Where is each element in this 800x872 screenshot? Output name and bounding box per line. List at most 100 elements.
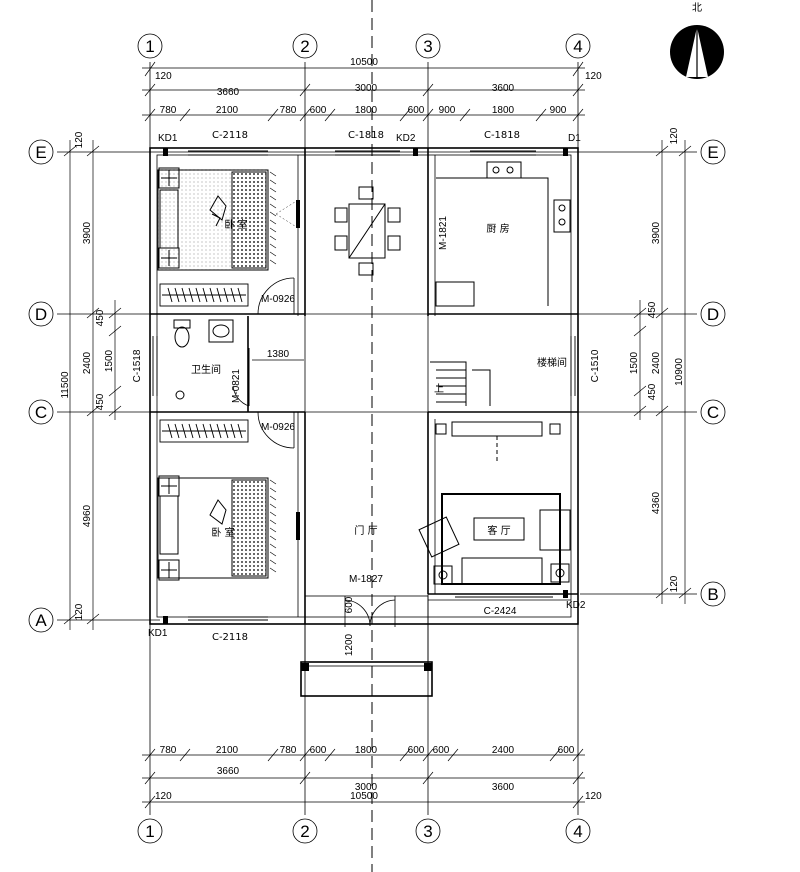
axis-label-1-top: 1	[145, 37, 154, 56]
living-room-label: 客 厅	[487, 524, 510, 537]
axis-label-a-left: A	[35, 611, 47, 630]
stair-up-label: 上	[434, 383, 444, 395]
dim-left-3900: 3900	[82, 221, 93, 244]
axis-label-c-right: C	[707, 403, 719, 422]
dim-left-total: 11500	[60, 371, 71, 399]
axis-label-3-bottom: 3	[423, 822, 432, 841]
axis-label-2-top: 2	[300, 37, 309, 56]
dim-top-seg-6: 600	[408, 105, 425, 116]
dim-bottom-seg-2: 2100	[216, 745, 239, 756]
left-dimension-texts: 11500 120 3900 2400 450 1500 450 4960 12…	[60, 131, 115, 620]
axis-bubbles-bottom: 1 2 3 4	[137, 818, 591, 844]
axis-label-d-right: D	[707, 305, 719, 324]
kd2-bottom-label: KD2	[566, 600, 586, 611]
window-c1518: C-1518	[132, 349, 143, 382]
window-marks	[152, 150, 576, 621]
bottom-dimension-texts: 780 2100 780 600 1800 600 600 2400 600 3…	[155, 745, 602, 802]
dim-top-3600: 3600	[492, 83, 515, 94]
dim-bottom-seg-5: 1800	[355, 745, 378, 756]
dim-top-seg-1: 780	[160, 105, 177, 116]
kd2-top-label: KD2	[396, 133, 416, 144]
axis-bubbles-top: 1 2 3 4	[137, 33, 591, 59]
dim-left-1500: 1500	[104, 349, 115, 372]
dim-top-3000: 3000	[355, 83, 378, 94]
window-c1818-a: C-1818	[348, 130, 384, 141]
top-dimensions	[142, 61, 585, 122]
right-dimension-texts: 120 3900 450 1500 2400 450 10900 4360 12…	[629, 127, 685, 592]
window-c2118-bottom: C-2118	[212, 632, 248, 643]
dim-right-450a: 450	[647, 301, 658, 318]
dim-top-seg-2: 2100	[216, 105, 239, 116]
dim-porch-1200: 1200	[344, 633, 355, 656]
dim-left-120-a: 120	[74, 603, 85, 620]
axis-label-4-top: 4	[573, 37, 582, 56]
axis-grid-lines	[57, 62, 697, 815]
entry-porch	[300, 595, 433, 697]
dim-bottom-120-left: 120	[155, 791, 172, 802]
living-room	[418, 421, 571, 585]
bedroom-2: 卧 室	[157, 419, 300, 581]
north-arrow: 北	[670, 2, 724, 79]
dim-right-3900: 3900	[651, 221, 662, 244]
kitchen	[435, 161, 571, 307]
dim-right-10900: 10900	[674, 358, 685, 386]
door-m0926-b: M-0926	[261, 422, 295, 433]
dim-top-seg-9: 900	[550, 105, 567, 116]
column-marks	[163, 148, 568, 624]
dim-right-4360: 4360	[651, 491, 662, 514]
door-m1821: M-1821	[438, 216, 449, 250]
top-dimension-texts: 10500 120 120 3660 3000 3600 780 2100 78…	[155, 57, 602, 116]
kitchen-label: 厨 房	[486, 222, 509, 235]
dim-bottom-3600: 3600	[492, 782, 515, 793]
stairwell-label: 楼梯间	[537, 356, 567, 369]
axis-label-c-left: C	[35, 403, 47, 422]
dim-top-seg-8: 1800	[492, 105, 515, 116]
hall-label: 门 厅	[354, 524, 377, 537]
door-m1827: M-1827	[349, 574, 383, 585]
dim-top-seg-7: 900	[439, 105, 456, 116]
dim-top-seg-3: 780	[280, 105, 297, 116]
dim-porch-600: 600	[344, 596, 355, 613]
dim-top-seg-4: 600	[310, 105, 327, 116]
dim-right-1500: 1500	[629, 351, 640, 374]
axis-label-1-bottom: 1	[145, 822, 154, 841]
dim-top-120-right: 120	[585, 71, 602, 82]
right-dimensions	[633, 140, 692, 604]
door-m0926-a: M-0926	[261, 294, 295, 305]
axis-bubbles-left: E D C A	[28, 139, 54, 633]
dim-bottom-3660: 3660	[217, 766, 240, 777]
axis-bubbles-right: E D C B	[700, 139, 726, 607]
dim-right-450b: 450	[647, 383, 658, 400]
bed-1-tassels	[269, 171, 277, 265]
kd1-bottom-label: KD1	[148, 628, 168, 639]
axis-label-3-top: 3	[423, 37, 432, 56]
kd1-top-label: KD1	[158, 133, 178, 144]
bottom-dimensions	[142, 748, 585, 809]
dim-bottom-seg-4: 600	[310, 745, 327, 756]
wardrobe-2	[159, 419, 249, 443]
dim-left-450a: 450	[95, 309, 106, 326]
dim-top-3660: 3660	[217, 87, 240, 98]
dim-top-seg-5: 1800	[355, 105, 378, 116]
bed-2-tassels	[269, 479, 277, 573]
window-c1818-b: C-1818	[484, 130, 520, 141]
bed-2	[157, 475, 269, 581]
wardrobe-1	[159, 283, 249, 307]
dim-left-4960: 4960	[82, 504, 93, 527]
dim-bottom-120-right: 120	[585, 791, 602, 802]
dim-top-120-left: 120	[155, 71, 172, 82]
axis-label-4-bottom: 4	[573, 822, 582, 841]
bedroom-1-label: 卧 室	[224, 218, 247, 231]
dim-bottom-seg-1: 780	[160, 745, 177, 756]
dim-top-total: 10500	[350, 57, 378, 68]
dim-bottom-seg-6: 600	[408, 745, 425, 756]
bathroom-fixtures	[173, 319, 250, 407]
door-m0821: M-0821	[231, 369, 242, 403]
axis-label-e-right: E	[707, 143, 718, 162]
dim-bottom-3000: 3000	[355, 782, 378, 793]
dim-bottom-seg-9: 600	[558, 745, 575, 756]
dim-right-120-e: 120	[669, 127, 680, 144]
dining-table	[334, 186, 401, 276]
window-c1510: C-1510	[590, 349, 601, 382]
